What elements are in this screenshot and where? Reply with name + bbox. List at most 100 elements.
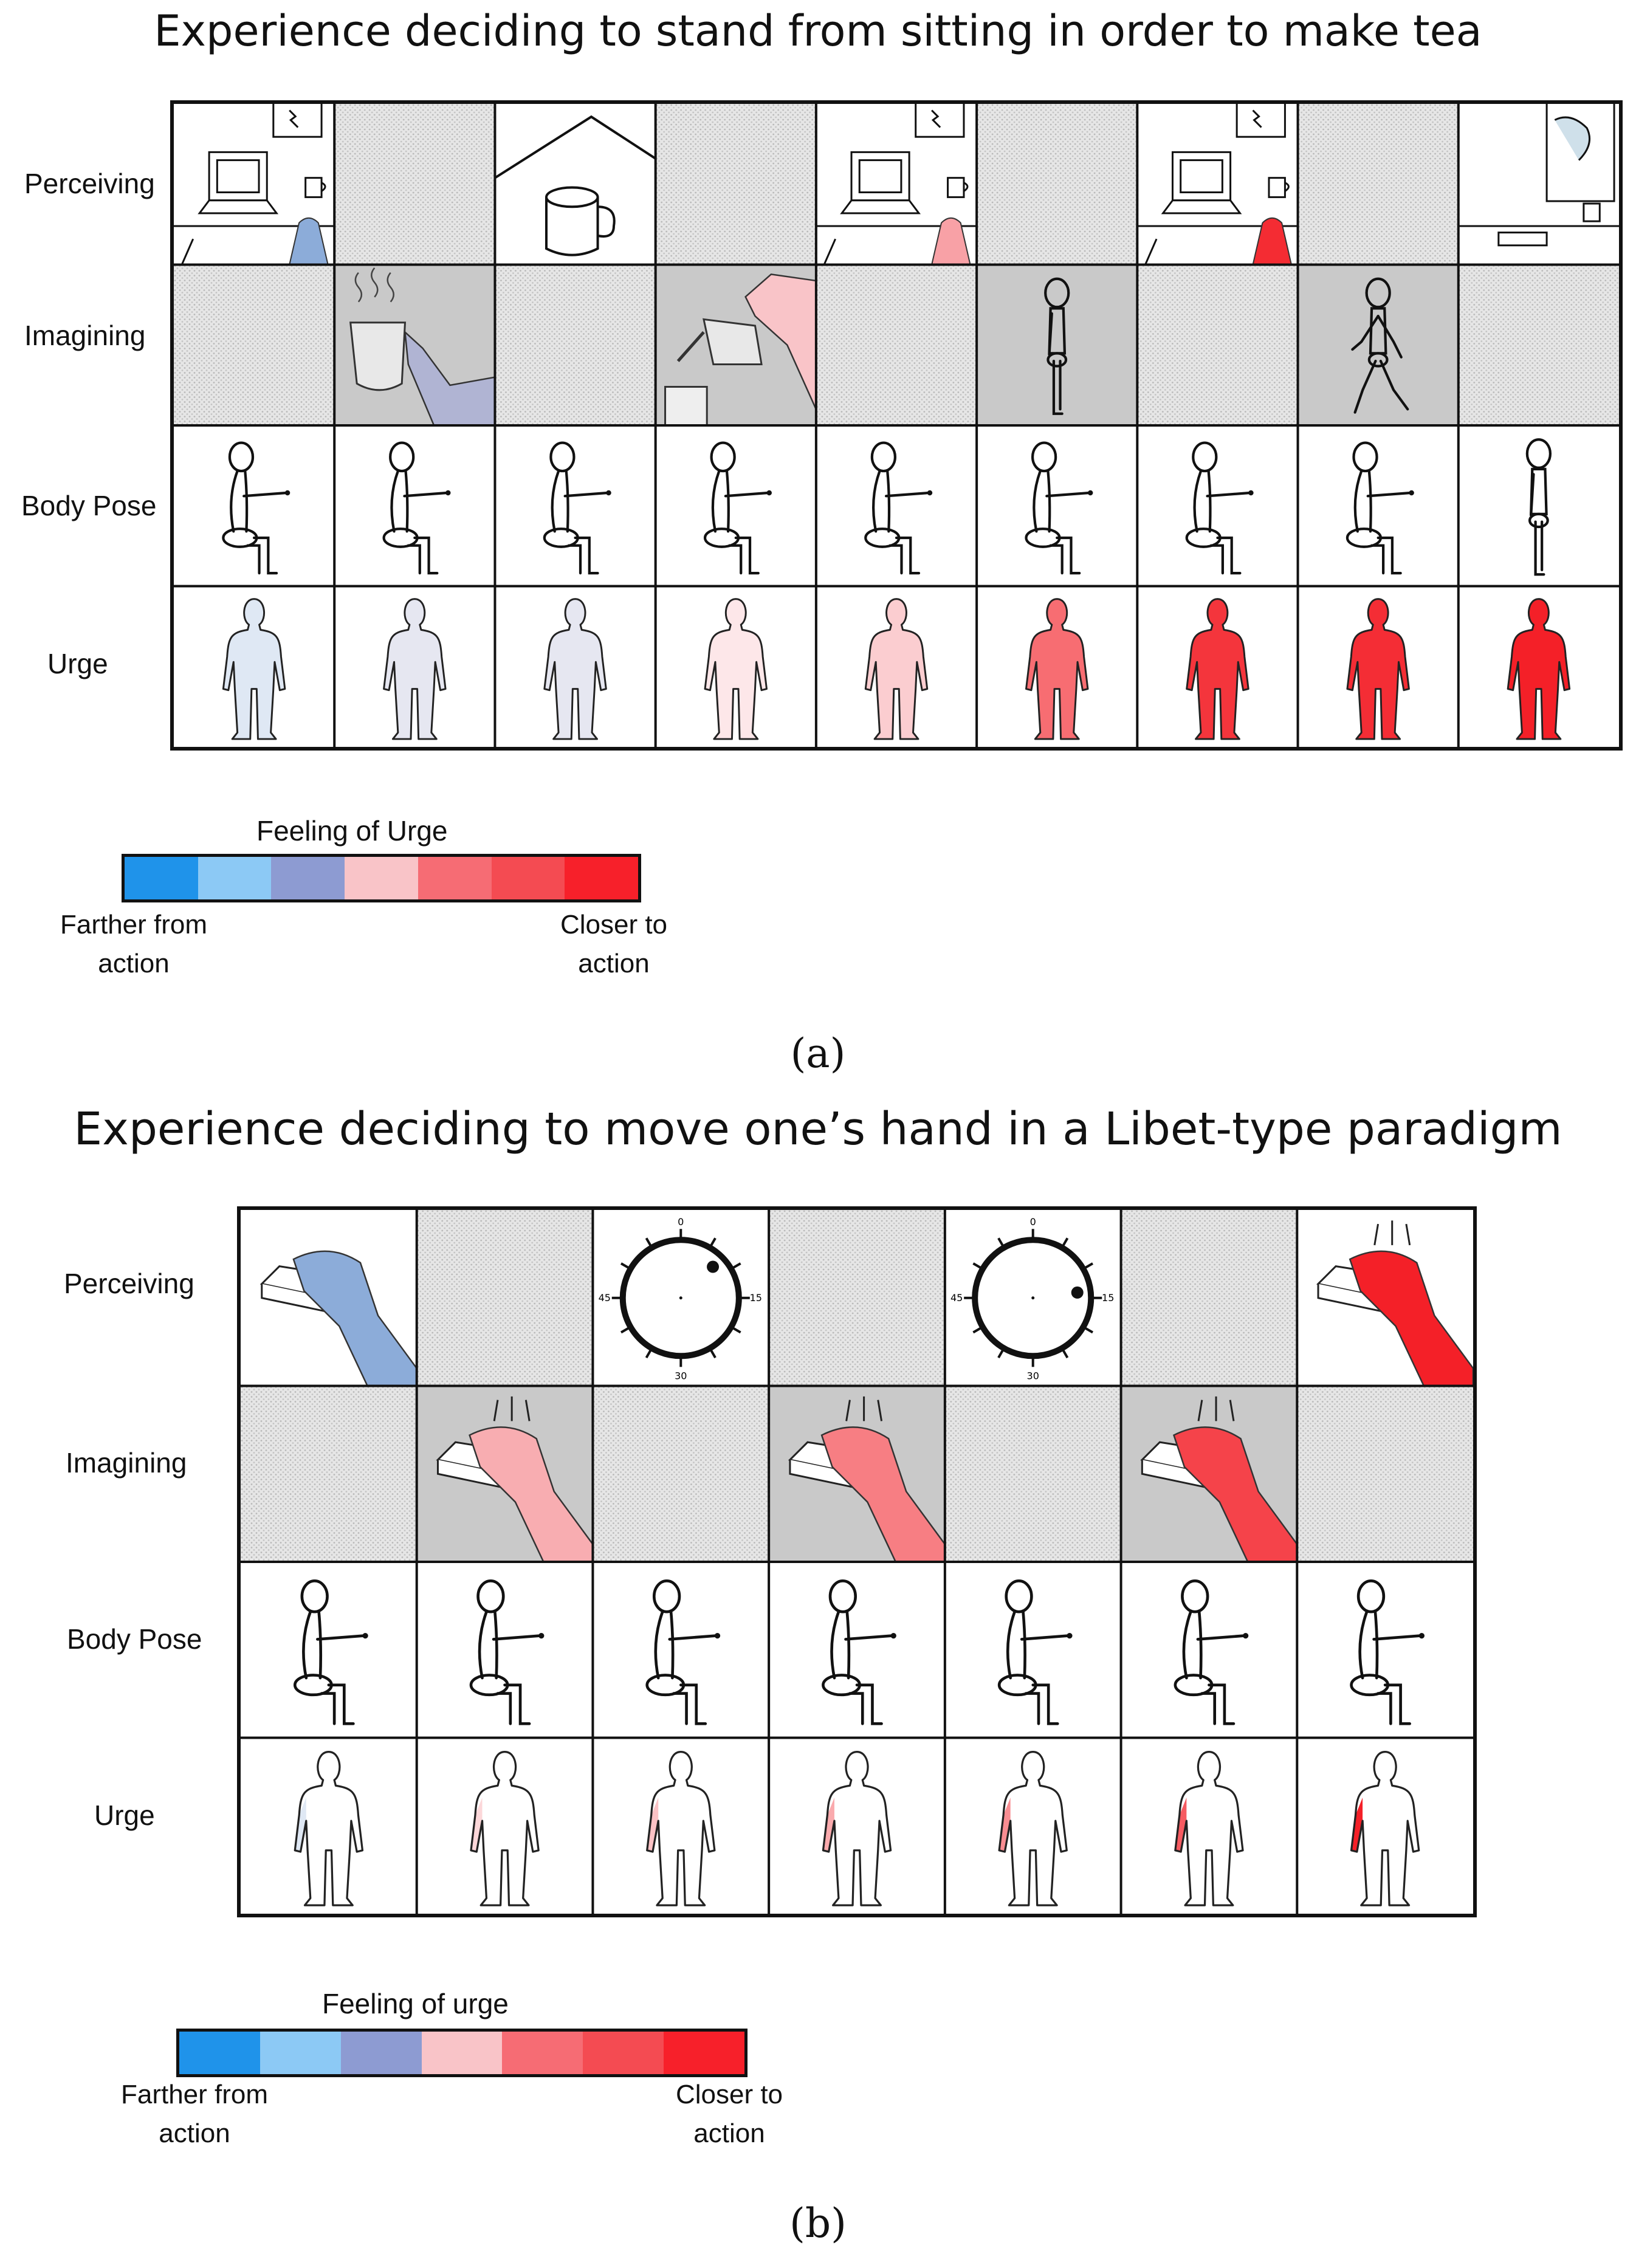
cell-perceiving-7 xyxy=(1316,1220,1473,1386)
legend-swatch-3 xyxy=(340,2032,422,2074)
cell-imagining-3 xyxy=(593,1386,769,1562)
cell-imagining-6 xyxy=(977,264,1138,425)
cell-urge-7 xyxy=(1350,1751,1420,1906)
cell-urge-9 xyxy=(1507,598,1571,740)
cell-urge-5 xyxy=(998,1751,1068,1906)
cell-perceiving-3 xyxy=(495,115,656,256)
legend-swatch-4 xyxy=(345,857,418,899)
cell-perceiving-9 xyxy=(1458,104,1619,247)
cell-body_pose-5 xyxy=(864,441,933,575)
cell-urge-1 xyxy=(294,1751,364,1906)
cell-perceiving-4 xyxy=(655,104,816,265)
cell-imagining-5 xyxy=(816,264,977,425)
cell-imagining-7 xyxy=(1297,1386,1473,1562)
row-label-urge-b: Urge xyxy=(94,1799,155,1831)
legend-b-colorbar xyxy=(176,2029,748,2077)
cell-urge-6 xyxy=(1025,598,1089,740)
legend-b-left-label: Farther from action xyxy=(120,2080,269,2148)
legend-swatch-1 xyxy=(179,2032,260,2074)
cell-perceiving-7 xyxy=(1137,104,1298,265)
cell-perceiving-4 xyxy=(769,1210,945,1386)
legend-swatch-1 xyxy=(125,857,198,899)
legend-a-right-label: Closer to action xyxy=(560,910,668,978)
svg-text:30: 30 xyxy=(675,1370,687,1381)
svg-text:45: 45 xyxy=(950,1292,963,1304)
row-label-urge: Urge xyxy=(47,648,108,679)
legend-swatch-5 xyxy=(418,857,492,899)
svg-text:0: 0 xyxy=(678,1216,684,1228)
legend-swatch-5 xyxy=(502,2032,583,2074)
legend-a-left-label: Farther from action xyxy=(60,910,208,978)
cell-perceiving-6 xyxy=(977,104,1138,265)
cell-body_pose-7 xyxy=(1185,441,1254,575)
legend-swatch-6 xyxy=(491,857,565,899)
cell-urge-4 xyxy=(822,1751,892,1906)
legend-swatch-2 xyxy=(198,857,272,899)
legend-swatch-3 xyxy=(271,857,345,899)
panel-b-label: (b) xyxy=(789,2200,847,2247)
cell-body_pose-4 xyxy=(822,1579,896,1725)
cell-urge-7 xyxy=(1186,598,1249,740)
cell-urge-1 xyxy=(222,598,286,740)
cell-body_pose-6 xyxy=(1025,441,1093,575)
cell-body_pose-4 xyxy=(703,441,772,575)
cell-imagining-9 xyxy=(1458,264,1619,425)
cell-imagining-4 xyxy=(655,264,816,425)
legend-swatch-7 xyxy=(664,2032,745,2074)
svg-text:30: 30 xyxy=(1027,1370,1039,1381)
cell-body_pose-2 xyxy=(382,441,451,575)
cell-urge-2 xyxy=(383,598,447,740)
cell-body_pose-9 xyxy=(1525,438,1552,576)
row-label-body-pose-b: Body Pose xyxy=(67,1623,202,1655)
cell-imagining-4 xyxy=(769,1386,945,1562)
cell-perceiving-8 xyxy=(1297,104,1459,265)
cell-imagining-3 xyxy=(495,264,656,425)
row-label-perceiving-b: Perceiving xyxy=(64,1268,194,1299)
cell-perceiving-5 xyxy=(816,104,977,265)
cell-urge-3 xyxy=(543,598,607,740)
cell-imagining-1 xyxy=(174,264,335,425)
cell-imagining-1 xyxy=(241,1386,417,1562)
cell-urge-2 xyxy=(470,1751,540,1906)
cell-imagining-5 xyxy=(944,1386,1121,1562)
svg-text:0: 0 xyxy=(1030,1216,1036,1228)
cell-urge-8 xyxy=(1346,598,1410,740)
row-label-imagining-b: Imagining xyxy=(66,1447,187,1479)
cell-imagining-2 xyxy=(416,1386,593,1562)
legend-swatch-7 xyxy=(565,857,639,899)
legend-a-colorbar xyxy=(122,854,641,902)
cell-body_pose-3 xyxy=(543,441,611,575)
cell-urge-6 xyxy=(1174,1751,1244,1906)
cell-body_pose-5 xyxy=(997,1579,1073,1725)
cell-perceiving-2 xyxy=(334,104,495,265)
legend-swatch-2 xyxy=(259,2032,341,2074)
row-label-perceiving: Perceiving xyxy=(24,168,155,199)
cell-body_pose-8 xyxy=(1346,441,1414,575)
cell-perceiving-1 xyxy=(174,104,335,265)
cell-urge-4 xyxy=(704,598,768,740)
legend-b-title: Feeling of urge xyxy=(322,1988,509,2019)
panel-a-grid xyxy=(170,100,1623,751)
panel-a-title: Experience deciding to stand from sittin… xyxy=(154,6,1482,56)
cell-imagining-2 xyxy=(334,264,495,425)
cell-perceiving-5: 0 15 30 45 xyxy=(950,1216,1114,1381)
cell-body_pose-1 xyxy=(222,441,290,575)
legend-a-title: Feeling of Urge xyxy=(256,815,448,847)
cell-perceiving-1 xyxy=(259,1250,417,1386)
cell-body_pose-1 xyxy=(293,1579,368,1725)
cell-imagining-8 xyxy=(1297,264,1459,425)
cell-urge-5 xyxy=(864,598,929,740)
row-label-body-pose: Body Pose xyxy=(21,490,157,521)
cell-body_pose-6 xyxy=(1174,1579,1249,1725)
cell-urge-3 xyxy=(646,1751,716,1906)
row-label-imagining: Imagining xyxy=(24,320,146,351)
cell-perceiving-2 xyxy=(416,1210,593,1386)
cell-body_pose-3 xyxy=(645,1579,721,1725)
legend-b-right-label: Closer to action xyxy=(675,2080,783,2148)
svg-text:45: 45 xyxy=(599,1292,611,1304)
cell-imagining-7 xyxy=(1137,264,1298,425)
legend-swatch-4 xyxy=(421,2032,503,2074)
panel-a-label: (a) xyxy=(790,1030,846,1077)
svg-text:15: 15 xyxy=(1102,1292,1114,1304)
cell-imagining-6 xyxy=(1121,1386,1297,1562)
